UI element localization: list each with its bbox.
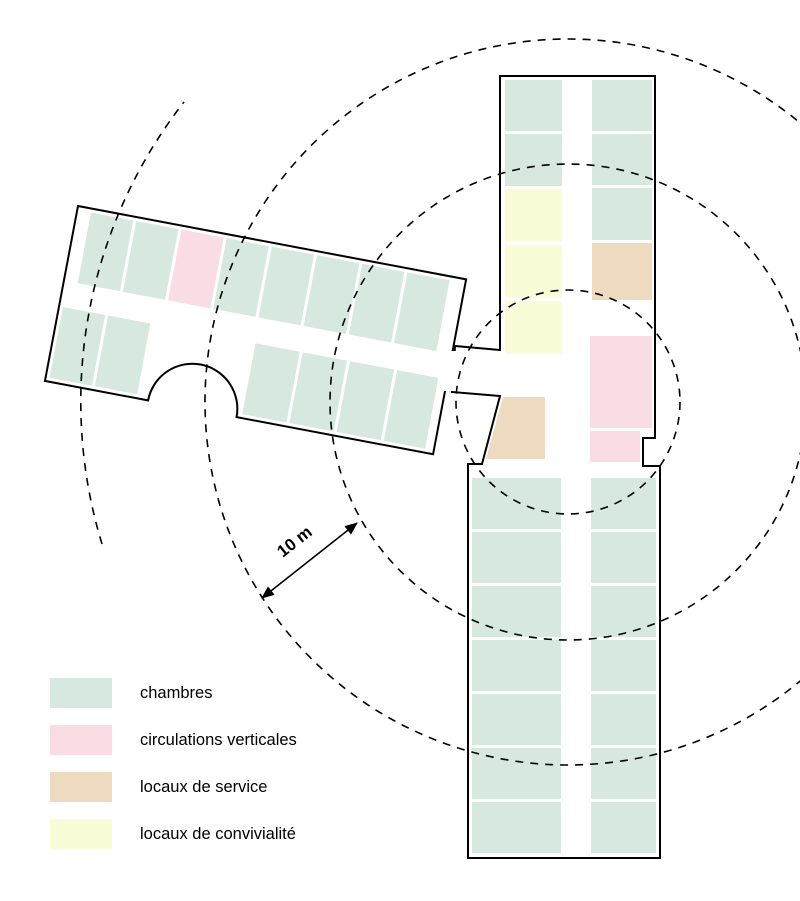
room-circulations bbox=[590, 431, 640, 462]
room-chambres bbox=[472, 532, 561, 583]
room-chambres bbox=[394, 272, 450, 352]
room-circulations bbox=[590, 336, 652, 428]
distance-arc bbox=[79, 101, 185, 545]
dimension: 10 m bbox=[261, 522, 358, 599]
room-convivialite bbox=[505, 189, 562, 242]
room-chambres bbox=[348, 263, 405, 343]
room-chambres bbox=[122, 221, 179, 300]
corridor-junction bbox=[441, 351, 500, 391]
room-chambres bbox=[592, 188, 652, 240]
room-convivialite bbox=[505, 301, 562, 354]
tilted-building-rooms bbox=[49, 212, 450, 449]
room-chambres bbox=[592, 80, 652, 131]
legend: chambres circulations verticales locaux de… bbox=[50, 678, 297, 866]
room-chambres bbox=[77, 212, 134, 292]
room-chambres bbox=[472, 694, 561, 745]
room-chambres bbox=[289, 352, 347, 432]
room-service bbox=[592, 243, 652, 300]
dimension-arrow bbox=[261, 522, 358, 599]
legend-label: circulations verticales bbox=[140, 730, 297, 749]
room-circulations bbox=[168, 229, 224, 309]
room-chambres bbox=[591, 532, 656, 583]
legend-label: chambres bbox=[140, 683, 213, 702]
room-chambres bbox=[49, 306, 106, 386]
room-service bbox=[486, 397, 545, 459]
room-chambres bbox=[591, 586, 656, 637]
legend-label: locaux de service bbox=[140, 777, 268, 796]
room-convivialite bbox=[505, 245, 562, 298]
legend-swatch-circulations bbox=[50, 725, 112, 755]
room-chambres bbox=[591, 802, 656, 853]
room-chambres bbox=[472, 640, 561, 691]
legend-swatch-convivialite bbox=[50, 819, 112, 849]
room-chambres bbox=[383, 370, 439, 449]
legend-item-chambres: chambres bbox=[50, 678, 297, 708]
distance-circle bbox=[455, 289, 681, 515]
room-chambres bbox=[591, 694, 656, 745]
legend-swatch-service bbox=[50, 772, 112, 802]
room-chambres bbox=[505, 134, 562, 186]
room-chambres bbox=[592, 134, 652, 185]
legend-swatch-chambres bbox=[50, 678, 112, 708]
room-chambres bbox=[258, 246, 315, 326]
legend-item-service: locaux de service bbox=[50, 772, 297, 802]
legend-item-convivialite: locaux de convivialité bbox=[50, 819, 297, 849]
tilted-building bbox=[43, 204, 468, 456]
room-chambres bbox=[94, 315, 151, 395]
main-building-rooms bbox=[472, 80, 656, 853]
room-chambres bbox=[591, 478, 656, 529]
legend-item-circulations: circulations verticales bbox=[50, 725, 297, 755]
dimension-label: 10 m bbox=[273, 522, 315, 561]
room-chambres bbox=[472, 802, 561, 853]
room-chambres bbox=[591, 748, 656, 799]
room-chambres bbox=[472, 478, 561, 529]
room-chambres bbox=[242, 343, 300, 423]
room-chambres bbox=[336, 361, 395, 441]
room-chambres bbox=[505, 80, 562, 131]
room-chambres bbox=[472, 586, 561, 637]
room-chambres bbox=[591, 640, 656, 691]
legend-label: locaux de convivialité bbox=[140, 824, 296, 843]
distance-circles bbox=[79, 38, 800, 766]
room-chambres bbox=[472, 748, 561, 799]
room-chambres bbox=[213, 238, 269, 317]
room-chambres bbox=[303, 255, 360, 334]
